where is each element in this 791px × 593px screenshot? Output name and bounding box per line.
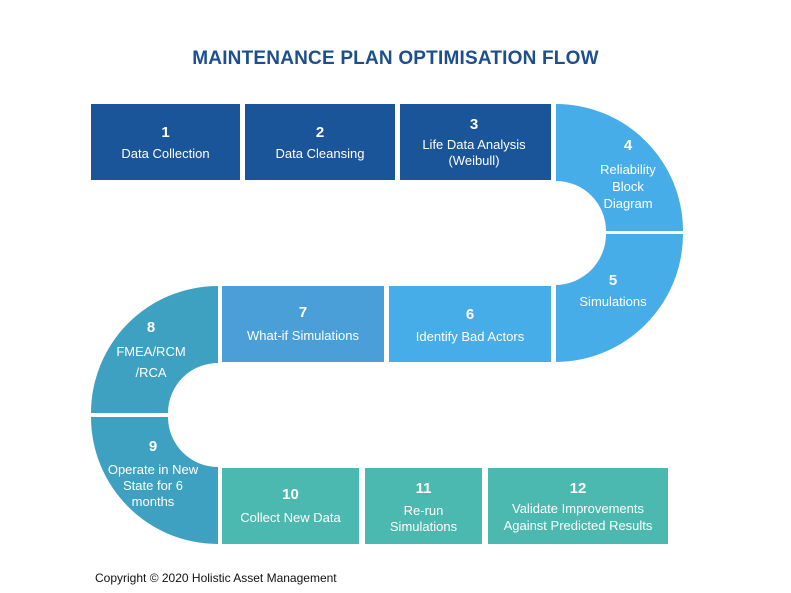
step-11: 11 Re-run Simulations	[365, 468, 482, 544]
step-2-shape	[245, 104, 395, 180]
step-8-shape	[91, 286, 218, 413]
step-10-label: Collect New Data	[240, 510, 341, 525]
step-11-label-line1: Re-run	[404, 503, 444, 518]
step-1: 1 Data Collection	[91, 104, 240, 180]
step-3-label-line2: (Weibull)	[448, 153, 499, 168]
step-9-number: 9	[149, 438, 157, 455]
step-4: 4 Reliability Block Diagram	[556, 104, 683, 231]
step-4-shape	[556, 104, 683, 231]
step-5-label: Simulations	[579, 294, 647, 309]
step-8-number: 8	[147, 319, 155, 336]
step-6: 6 Identify Bad Actors	[389, 286, 551, 362]
step-11-shape	[365, 468, 482, 544]
step-12: 12 Validate Improvements Against Predict…	[488, 468, 668, 544]
page-title: MAINTENANCE PLAN OPTIMISATION FLOW	[192, 48, 599, 69]
step-6-shape	[389, 286, 551, 362]
step-7-label: What-if Simulations	[247, 328, 359, 343]
step-3: 3 Life Data Analysis (Weibull)	[400, 104, 551, 180]
step-12-label-line2: Against Predicted Results	[504, 518, 653, 533]
step-12-shape	[488, 468, 668, 544]
step-1-shape	[91, 104, 240, 180]
step-7-number: 7	[299, 304, 307, 321]
step-2-number: 2	[316, 124, 324, 141]
step-4-label-line3: Diagram	[603, 196, 652, 211]
step-10: 10 Collect New Data	[222, 468, 359, 544]
step-9-label-line3: months	[132, 494, 175, 509]
step-7-shape	[222, 286, 384, 362]
step-5-shape	[556, 234, 683, 362]
step-11-label-line2: Simulations	[390, 519, 458, 534]
step-2: 2 Data Cleansing	[245, 104, 395, 180]
step-8: 8 FMEA/RCM /RCA	[91, 286, 218, 413]
step-9: 9 Operate in New State for 6 months	[91, 417, 218, 544]
step-9-shape	[91, 417, 218, 544]
step-9-label-line2: State for 6	[123, 478, 183, 493]
step-9-label-line1: Operate in New	[108, 462, 199, 477]
step-6-number: 6	[466, 306, 474, 323]
step-8-label-line1: FMEA/RCM	[116, 344, 185, 359]
step-4-label-line2: Block	[612, 179, 644, 194]
step-3-number: 3	[470, 116, 478, 133]
step-1-label: Data Collection	[121, 146, 209, 161]
step-2-label: Data Cleansing	[276, 146, 365, 161]
step-5: 5 Simulations	[556, 234, 683, 362]
step-4-number: 4	[624, 137, 633, 154]
step-10-number: 10	[282, 486, 299, 503]
step-4-label-line1: Reliability	[600, 162, 656, 177]
step-3-shape	[400, 104, 551, 180]
step-5-number: 5	[609, 272, 617, 289]
step-8-label-line2: /RCA	[135, 365, 166, 380]
copyright-text: Copyright © 2020 Holistic Asset Manageme…	[95, 571, 337, 585]
step-12-label-line1: Validate Improvements	[512, 501, 644, 516]
step-6-label: Identify Bad Actors	[416, 329, 525, 344]
step-1-number: 1	[161, 124, 169, 141]
step-11-number: 11	[416, 480, 432, 497]
step-3-label-line1: Life Data Analysis	[422, 137, 526, 152]
step-7: 7 What-if Simulations	[222, 286, 384, 362]
step-12-number: 12	[570, 480, 587, 497]
step-10-shape	[222, 468, 359, 544]
